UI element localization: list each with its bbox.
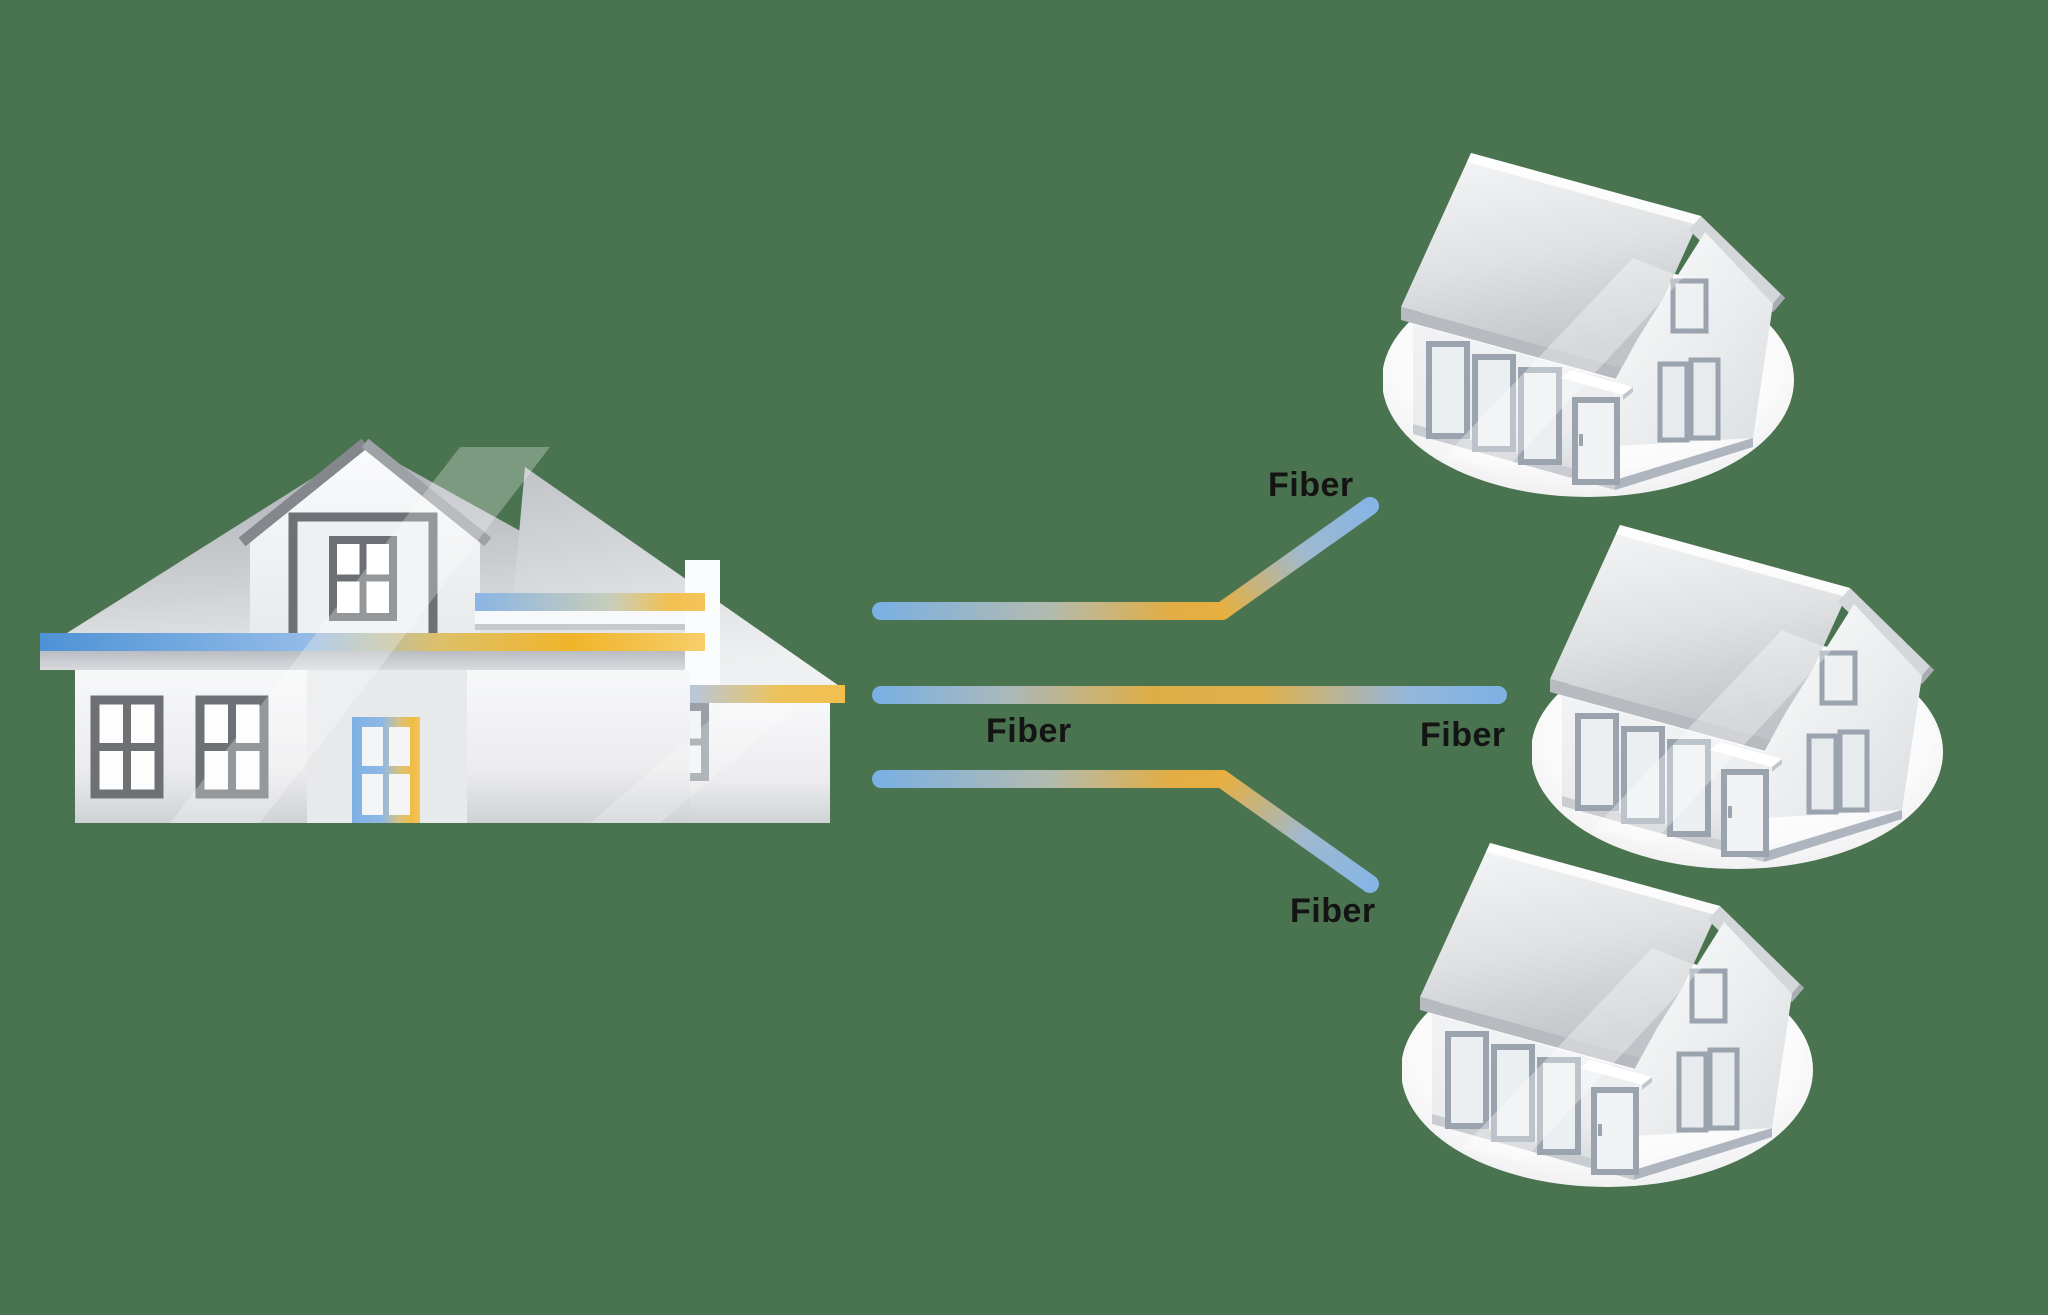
- central-building-illustration: [40, 438, 845, 823]
- fiber-label-top: Fiber: [1268, 466, 1354, 504]
- central-balcony-slab: [475, 611, 685, 624]
- central-balcony-slab-edge: [475, 624, 685, 630]
- fiber-label-middle-right: Fiber: [1420, 716, 1506, 754]
- central-left-window-2: [195, 695, 269, 799]
- fiber-cable-bottom-branch: [1213, 770, 1379, 893]
- central-gable-edge-right: [361, 438, 492, 547]
- central-glare-right: [590, 703, 800, 823]
- central-door: [352, 717, 420, 823]
- central-dormer-window: [329, 536, 397, 621]
- home-illustration-1: [1383, 128, 1813, 528]
- central-balcony-stripe: [475, 593, 705, 611]
- fiber-label-middle-left: Fiber: [986, 712, 1072, 750]
- fiber-label-bottom: Fiber: [1290, 892, 1376, 930]
- central-glare: [170, 447, 550, 823]
- central-left-window-1: [90, 695, 164, 799]
- fiber-cable-top-branch: [1213, 497, 1379, 620]
- central-fascia-stripe: [40, 633, 705, 651]
- central-gable-edge-left: [238, 438, 369, 547]
- home-illustration-3: [1402, 818, 1832, 1218]
- central-fascia-slab: [40, 651, 685, 670]
